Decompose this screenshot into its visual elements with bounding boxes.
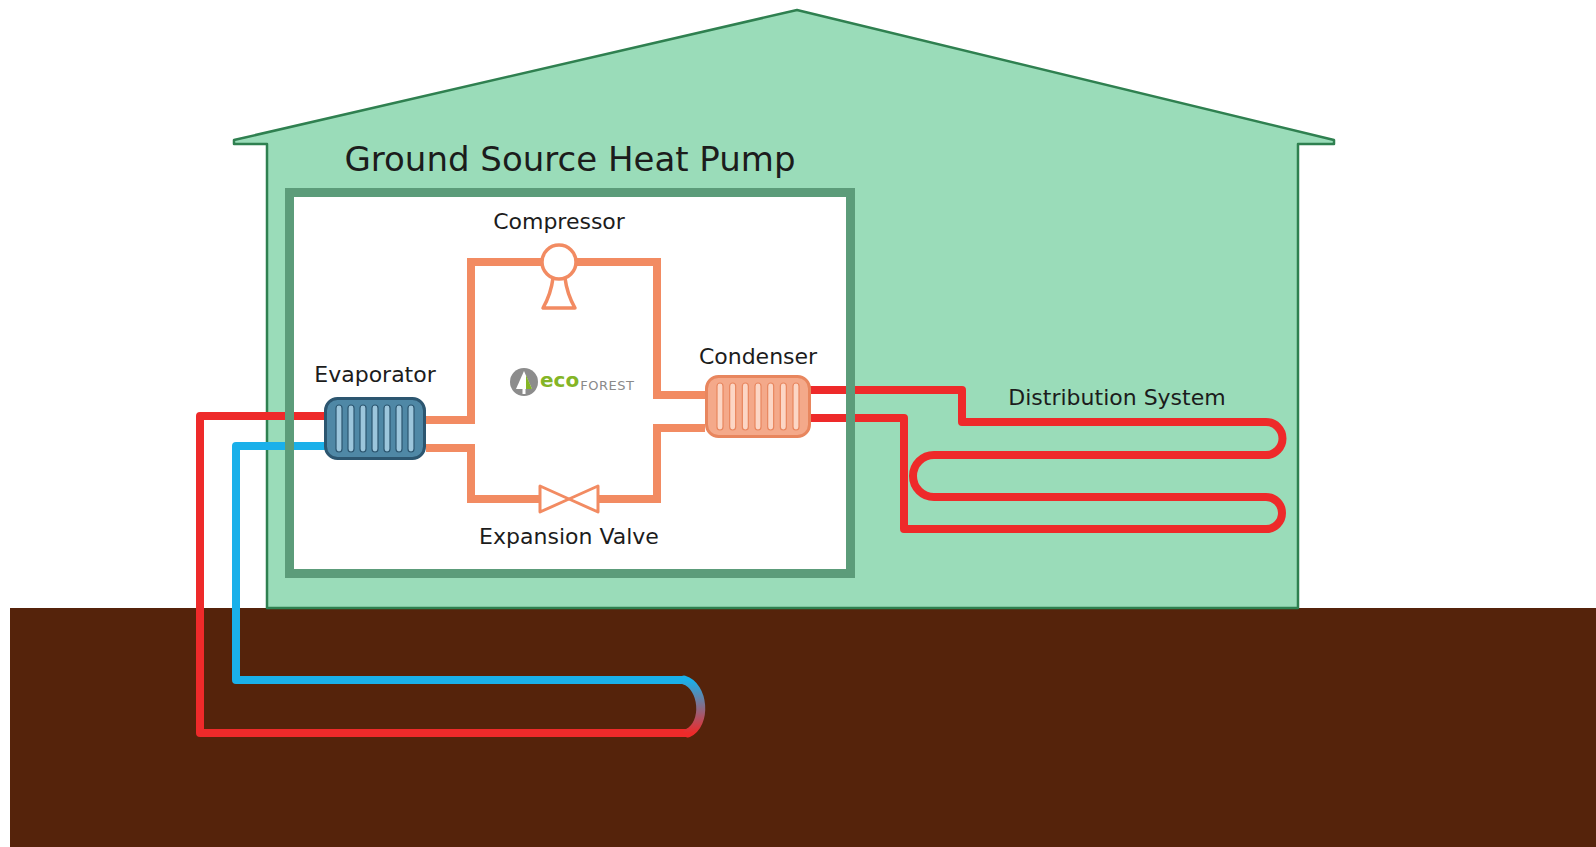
- condenser-coil: [705, 375, 811, 438]
- ground-loop-bend: [684, 680, 701, 733]
- panel-heading: Ground Source Heat Pump: [344, 140, 795, 179]
- heat-pump-panel: [285, 188, 855, 578]
- coil-fin: [408, 405, 414, 452]
- compressor-symbol: Compressor: [539, 242, 579, 310]
- valve-triangle: [569, 486, 598, 512]
- ground-loop-cold-pipe: [236, 446, 684, 680]
- component-label: Expansion Valve: [479, 524, 659, 549]
- condenser-coil: Condenser: [705, 375, 811, 438]
- coil-fin: [730, 383, 736, 430]
- refrigerant-pipe: [426, 262, 542, 420]
- coil-fin: [336, 405, 342, 452]
- compressor-symbol: [539, 242, 579, 310]
- coil-fin: [768, 383, 774, 430]
- refrigerant-pipe: [598, 428, 705, 499]
- coil-fin: [396, 405, 402, 452]
- house-outline: [234, 10, 1334, 608]
- logo-text: FOREST: [580, 379, 634, 394]
- component-label: Compressor: [493, 209, 625, 234]
- refrigerant-pipe: [426, 448, 540, 499]
- coil-body: [707, 377, 810, 437]
- component-label: Condenser: [699, 344, 817, 369]
- distribution-pipe: [805, 390, 1283, 529]
- valve-triangle: [540, 486, 569, 512]
- coil-body: [326, 399, 425, 459]
- coil-fin: [780, 383, 786, 430]
- evaporator-coil: Evaporator: [324, 397, 426, 460]
- coil-fin: [360, 405, 366, 452]
- coil-fin: [717, 383, 723, 430]
- ground: [10, 608, 1596, 847]
- logo-icon: [526, 375, 532, 389]
- compressor-body: [542, 245, 576, 279]
- logo-text: eco: [540, 369, 579, 392]
- compressor-base: [543, 278, 575, 308]
- logo-icon: [510, 368, 538, 396]
- logo-icon: [516, 371, 532, 389]
- coil-fin: [348, 405, 354, 452]
- expansion-valve-symbol: [538, 484, 600, 514]
- component-label: Evaporator: [314, 362, 435, 387]
- coil-fin: [372, 405, 378, 452]
- coil-fin: [742, 383, 748, 430]
- expansion-valve-symbol: Expansion Valve: [538, 484, 600, 514]
- system-label: Distribution System: [1008, 385, 1225, 410]
- coil-fin: [793, 383, 799, 430]
- coil-fin: [384, 405, 390, 452]
- logo-icon: [523, 389, 526, 394]
- coil-fin: [755, 383, 761, 430]
- evaporator-coil: [324, 397, 426, 460]
- refrigerant-pipe: [576, 262, 705, 395]
